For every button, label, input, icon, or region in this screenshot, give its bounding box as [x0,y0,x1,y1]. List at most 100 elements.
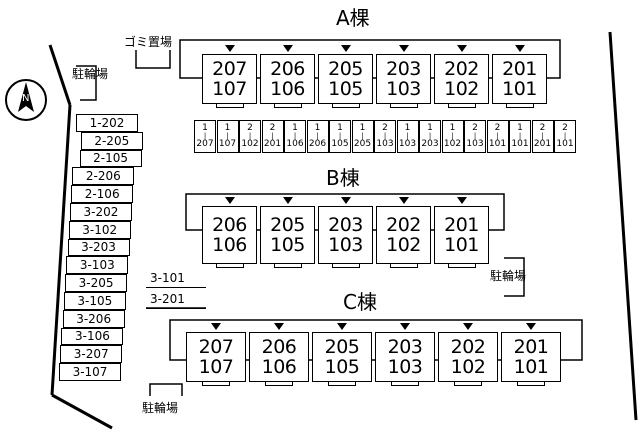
entrance-marker-icon [514,45,525,52]
right-boundary-line [608,31,638,421]
unit-door [328,381,356,386]
unit-door [215,263,244,268]
unit-door [389,103,418,108]
parking-stall: 1|101 [509,120,531,153]
entrance-marker-icon [274,323,284,330]
entrance-marker-icon [463,323,473,330]
unit-lower-number: 107 [198,356,234,378]
stall-separator: | [406,132,409,140]
stall-number: 1 [359,123,366,133]
parking-stall: 2|103 [464,120,486,153]
compass-label: N [22,93,30,104]
stall-number: 1 [314,123,321,133]
parking-stall: 2|103 [374,120,396,153]
unit-door [273,263,302,268]
unit-door [389,263,418,268]
unit-lower-number: 105 [328,78,363,100]
side-parking-space: 3-205 [65,274,128,292]
side-parking-space: 3-207 [60,345,123,364]
north-arrow-icon [18,82,34,112]
parking-stall: 1|106 [284,120,306,153]
parking-stall: 2|101 [486,120,509,153]
side-parking-space: 2-206 [72,167,135,186]
entrance-marker-icon [337,323,347,330]
parking-stall: 2|102 [239,120,261,153]
unit-lower-number: 103 [328,234,363,256]
stall-separator: | [473,132,477,140]
stall-number: 1 [427,123,433,133]
stall-unit: 201 [533,139,552,149]
stall-separator: | [271,132,274,140]
unit-upper-number: 205 [324,336,360,358]
parking-stall: 1|107 [216,120,239,153]
unit-upper-number: 202 [450,336,486,358]
mid-parking-space: 3-201 [150,292,185,306]
entrance-marker-icon [340,197,351,204]
unit-upper-number: 202 [444,58,479,80]
stall-separator: | [496,132,499,140]
unit-lower-number: 105 [270,234,305,256]
stall-separator: | [563,132,567,140]
stall-unit: 101 [556,139,574,149]
stall-number: 2 [247,123,253,133]
garbage-area-outline [135,50,171,69]
stall-number: 1 [404,123,411,133]
parking-stall: 2|101 [554,120,576,153]
unit-lower-number: 105 [324,356,360,378]
stall-separator: | [316,132,319,140]
stall-number: 2 [494,123,501,133]
left-boundary-line [50,104,72,396]
stall-unit: 206 [308,139,327,149]
parking-stall: 1|207 [194,120,216,153]
unit-door [454,381,482,386]
parking-stall: 2|201 [261,120,284,153]
side-parking-space: 1-202 [76,114,138,132]
unit-upper-number: 203 [387,336,423,358]
unit-door [447,263,476,268]
side-parking-space: 3-202 [69,203,132,221]
parking-stall: 2|201 [531,120,554,153]
unit-door [391,381,419,386]
unit-door [447,103,476,108]
unit-upper-number: 205 [270,214,305,236]
stall-separator: | [383,132,387,140]
stall-separator: | [518,132,522,140]
stall-separator: | [226,132,229,140]
bike-area-bottom-label: 駐輪場 [142,401,179,415]
stall-number: 2 [562,123,568,133]
entrance-marker-icon [456,197,467,204]
bottom-boundary-line [51,393,113,430]
stall-number: 2 [539,123,546,133]
garbage-area-label: ゴミ置場 [124,35,173,49]
unit-door [331,263,360,268]
unit-upper-number: 207 [198,336,234,358]
bike-area-top-label: 駐輪場 [72,67,109,81]
stall-unit: 102 [443,139,462,149]
unit-door [265,381,293,386]
stall-unit: 105 [331,139,349,149]
unit-door [517,381,545,386]
unit-door [331,103,360,108]
entrance-marker-icon [340,45,351,52]
entrance-marker-icon [282,45,293,52]
stall-number: 1 [517,123,523,133]
side-parking-space: 2-106 [71,185,134,203]
parking-stall: 1|103 [396,120,419,153]
stall-separator: | [451,132,454,140]
unit-lower-number: 101 [513,356,549,378]
unit-door [215,103,244,108]
stall-unit: 205 [353,139,372,149]
stall-number: 1 [449,123,456,133]
unit-upper-number: 203 [328,214,363,236]
bike-area-top-outline [76,65,97,101]
entrance-marker-icon [282,197,293,204]
stall-separator: | [248,132,252,140]
stall-unit: 103 [376,139,394,149]
